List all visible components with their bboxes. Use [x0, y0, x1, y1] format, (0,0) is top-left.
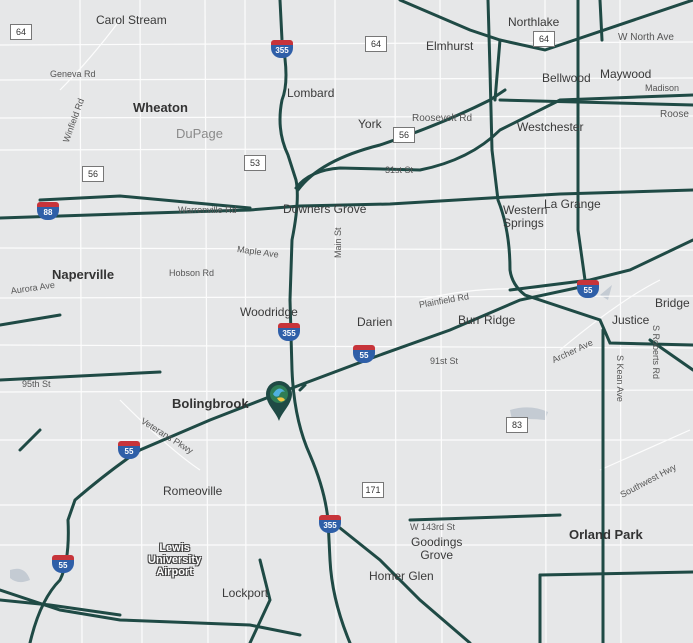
us-route-64-shield: 64 [533, 31, 555, 47]
road-madison: Madison [645, 83, 680, 93]
place-burr-ridge[interactable]: Burr Ridge [458, 313, 516, 327]
road-91st-st: 91st St [430, 356, 459, 366]
road-warrenville-rd: Warrenville Rd [178, 205, 237, 215]
road-w-north-ave: W North Ave [618, 32, 674, 43]
road-31st-st: 31st St [385, 165, 414, 175]
place-lockport[interactable]: Lockport [222, 586, 269, 600]
us-route-56-shield: 56 [393, 127, 415, 143]
place-lombard[interactable]: Lombard [287, 86, 335, 100]
place-orland-park[interactable]: Orland Park [569, 527, 643, 542]
us-route-56-shield: 56 [82, 166, 104, 182]
place-naperville[interactable]: Naperville [52, 267, 115, 282]
interstate-355-shield: 355 [278, 323, 300, 341]
place-northlake[interactable]: Northlake [508, 15, 560, 29]
place-maywood[interactable]: Maywood [600, 67, 652, 81]
place-justice[interactable]: Justice [612, 313, 650, 327]
road-geneva-rd: Geneva Rd [50, 69, 96, 79]
interstate-355-shield: 355 [319, 515, 341, 533]
place-woodridge[interactable]: Woodridge [240, 305, 298, 319]
interstate-55-shield: 55 [118, 441, 140, 459]
us-route-83-shield: 83 [506, 417, 528, 433]
place-homer-glen[interactable]: Homer Glen [369, 569, 434, 583]
road-w-143rd-st: W 143rd St [410, 522, 456, 532]
place-goodings-grove[interactable]: Goodings Grove [411, 535, 463, 562]
interstate-88-shield: 88 [37, 202, 59, 220]
place-darien[interactable]: Darien [357, 315, 393, 329]
place-lewis-university-airport[interactable]: Lewis University Airport [148, 542, 202, 578]
place-westchester[interactable]: Westchester [517, 120, 584, 134]
road-s-kean-ave: S Kean Ave [615, 355, 625, 402]
interstate-55-shield: 55 [577, 280, 599, 298]
map-pin-icon[interactable] [263, 378, 295, 422]
us-route-64-shield: 64 [365, 36, 387, 52]
road-roosevelt-rd: Roosevelt Rd [412, 113, 473, 124]
road-hobson-rd: Hobson Rd [169, 268, 215, 278]
place-wheaton[interactable]: Wheaton [133, 100, 188, 115]
place-bridge[interactable]: Bridge [655, 296, 690, 310]
us-route-64-shield: 64 [10, 24, 32, 40]
interstate-55-shield: 55 [52, 555, 74, 573]
road-s-roberts-rd: S Roberts Rd [651, 325, 661, 380]
place-western-springs[interactable]: Western Springs [503, 203, 548, 230]
place-bolingbrook[interactable]: Bolingbrook [172, 396, 249, 411]
place-la-grange[interactable]: La Grange [544, 197, 601, 211]
place-elmhurst[interactable]: Elmhurst [426, 39, 474, 53]
road-roose: Roose [660, 109, 689, 120]
us-route-171-shield: 171 [362, 482, 384, 498]
road-main-st: Main St [333, 227, 343, 258]
place-bellwood[interactable]: Bellwood [542, 71, 591, 85]
road-95th-st: 95th St [22, 379, 51, 389]
place-dupage[interactable]: DuPage [176, 126, 223, 141]
place-carol-stream[interactable]: Carol Stream [96, 13, 167, 27]
place-york[interactable]: York [358, 117, 382, 131]
place-romeoville[interactable]: Romeoville [163, 484, 223, 498]
place-downers-grove[interactable]: Downers Grove [283, 202, 367, 216]
interstate-355-shield: 355 [271, 40, 293, 58]
interstate-55-shield: 55 [353, 345, 375, 363]
us-route-53-shield: 53 [244, 155, 266, 171]
